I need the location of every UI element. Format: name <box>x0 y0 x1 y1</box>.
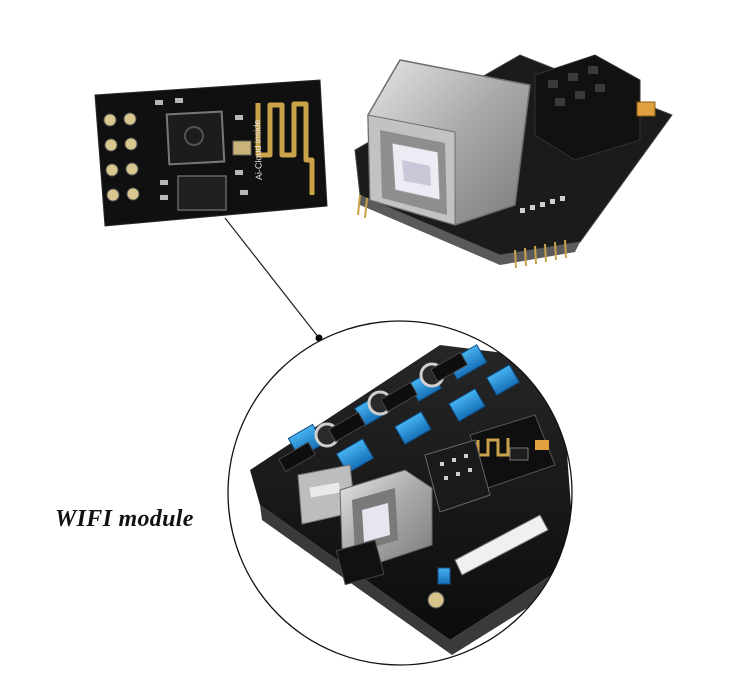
usb-adapter-board <box>354 54 673 269</box>
zoom-circle-outline <box>227 320 573 666</box>
esp-wifi-module: Ai-Cloud inside <box>94 79 328 227</box>
pin-header <box>103 112 140 202</box>
wifi-module-caption: WIFI module <box>55 506 194 532</box>
jumper <box>636 101 656 117</box>
usb-b-port <box>339 469 433 566</box>
ffc-connector <box>454 514 549 576</box>
mounting-hole <box>427 591 445 609</box>
esp-chip <box>165 110 226 166</box>
driver-headers <box>278 351 468 473</box>
mainboard-closeup <box>250 344 572 655</box>
zoom-circle <box>227 320 573 666</box>
pin-row <box>520 196 565 213</box>
crystal <box>232 140 252 156</box>
pcb-antenna <box>255 101 315 195</box>
pin-socket <box>424 439 491 513</box>
header-pins <box>357 194 567 269</box>
power-terminal <box>335 539 385 586</box>
usb-b-connector <box>367 59 531 226</box>
flash-chip <box>177 175 227 211</box>
callout-line <box>224 217 320 339</box>
antenna-label: Ai-Cloud inside <box>252 119 264 180</box>
female-header <box>534 54 641 161</box>
